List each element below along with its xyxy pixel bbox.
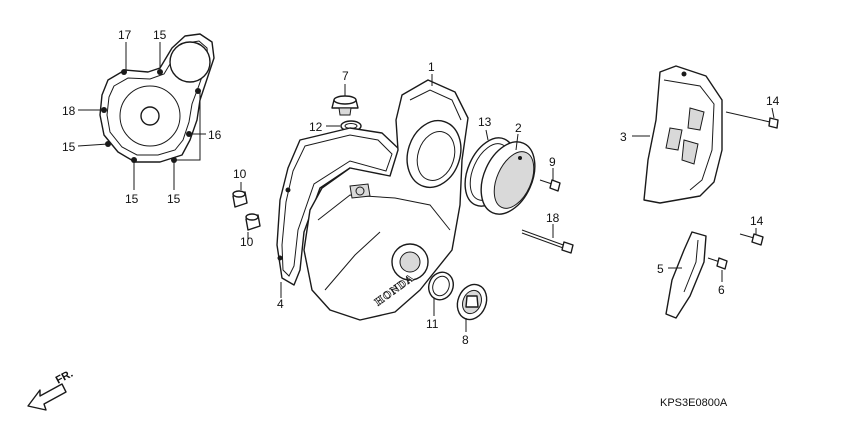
plug-8 (456, 283, 488, 321)
diagram-code: KPS3E0800A (660, 397, 728, 409)
oil-filler-cap (331, 95, 359, 116)
callout-15-bottom-right: 15 (167, 192, 181, 206)
callout-9: 9 (549, 155, 556, 169)
sprocket-cover (643, 65, 723, 204)
callout-15-bottom-left: 15 (125, 192, 139, 206)
callout-18-right: 18 (546, 211, 560, 225)
guard-plate (665, 231, 707, 319)
callout-11: 11 (426, 317, 439, 331)
callout-4: 4 (277, 297, 284, 311)
leader-lines (77, 42, 775, 332)
callout-10-lower: 10 (240, 235, 254, 249)
bolt-18 (521, 229, 574, 254)
callout-13: 13 (478, 115, 492, 129)
callout-2: 2 (515, 121, 522, 135)
bolt-14-lower (739, 233, 764, 246)
cover-2 (480, 141, 536, 215)
callout-labels: 17 15 18 15 16 15 15 7 12 1 13 2 9 18 10… (62, 28, 780, 347)
callout-16: 16 (208, 128, 222, 142)
callout-12: 12 (309, 120, 323, 134)
callout-7: 7 (342, 69, 349, 83)
crankcase-cover-gasket (276, 127, 401, 286)
bolt-14-upper (725, 111, 779, 129)
callout-6: 6 (718, 283, 725, 297)
callout-14-upper: 14 (766, 94, 780, 108)
callout-14-lower: 14 (750, 214, 764, 228)
o-ring-11 (427, 271, 455, 301)
callout-1: 1 (428, 60, 435, 74)
front-indicator: FR. (54, 368, 75, 387)
front-direction-arrow: FR. (27, 368, 75, 411)
dowel-pins (232, 190, 261, 231)
callout-15-left: 15 (62, 140, 76, 154)
generator-cover-gasket (99, 33, 215, 163)
callout-10-upper: 10 (233, 167, 247, 181)
bolt-6 (707, 257, 728, 270)
callout-3: 3 (620, 130, 627, 144)
callout-18-left: 18 (62, 104, 76, 118)
bolt-9 (539, 179, 561, 192)
callout-17: 17 (118, 28, 132, 42)
callout-5: 5 (657, 262, 664, 276)
callout-8: 8 (462, 333, 469, 347)
callout-15-top: 15 (153, 28, 167, 42)
